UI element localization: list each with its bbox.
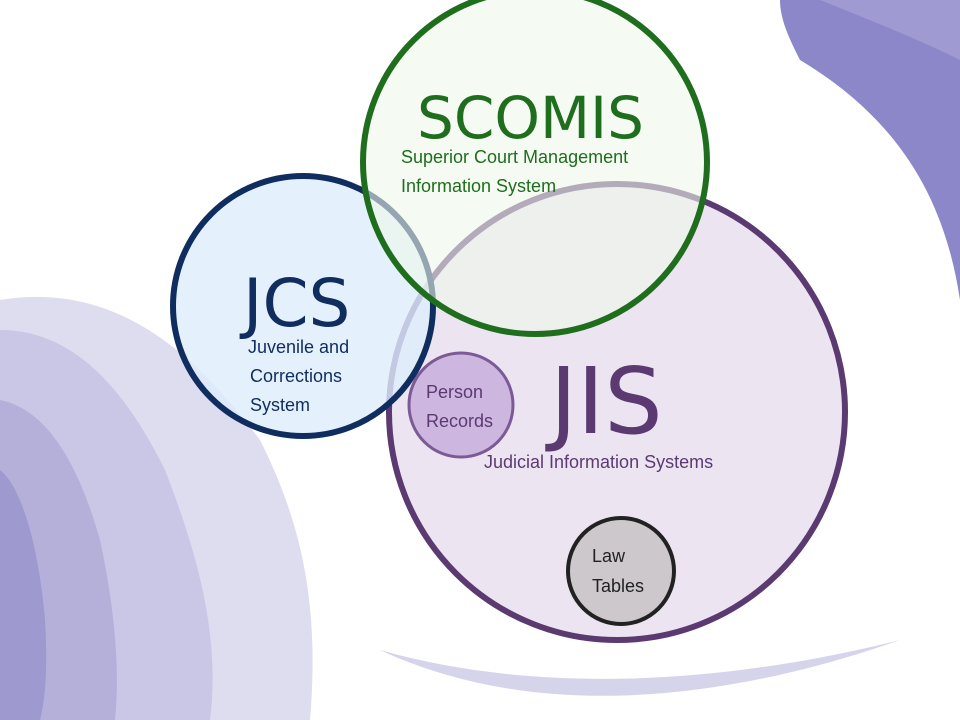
law-tables-line2: Tables: [592, 576, 644, 596]
jcs-circle: [170, 173, 436, 439]
jis-subtitle: Judicial Information Systems: [484, 452, 713, 472]
top-right-swoosh-highlight: [820, 0, 960, 60]
jcs-subtitle-line2: Corrections: [250, 366, 342, 386]
person-records-circle: [407, 351, 515, 459]
scomis-subtitle-line1: Superior Court Management: [401, 147, 628, 167]
jis-title: JIS: [545, 348, 663, 455]
scomis-circle: [360, 0, 710, 337]
jcs-title: JCS: [239, 265, 350, 342]
jcs-subtitle-line3: System: [250, 395, 310, 415]
person-records-line1: Person: [426, 382, 483, 402]
law-tables-line1: Law: [592, 546, 626, 566]
person-records-line2: Records: [426, 411, 493, 431]
left-swoosh-deep: [0, 470, 47, 720]
law-tables-circle: [566, 516, 676, 626]
scomis-title: SCOMIS: [417, 84, 644, 152]
scomis-subtitle-line2: Information System: [401, 176, 556, 196]
bottom-swoosh: [380, 640, 900, 696]
jcs-subtitle-line1: Juvenile and: [248, 337, 349, 357]
top-right-swoosh: [780, 0, 960, 300]
